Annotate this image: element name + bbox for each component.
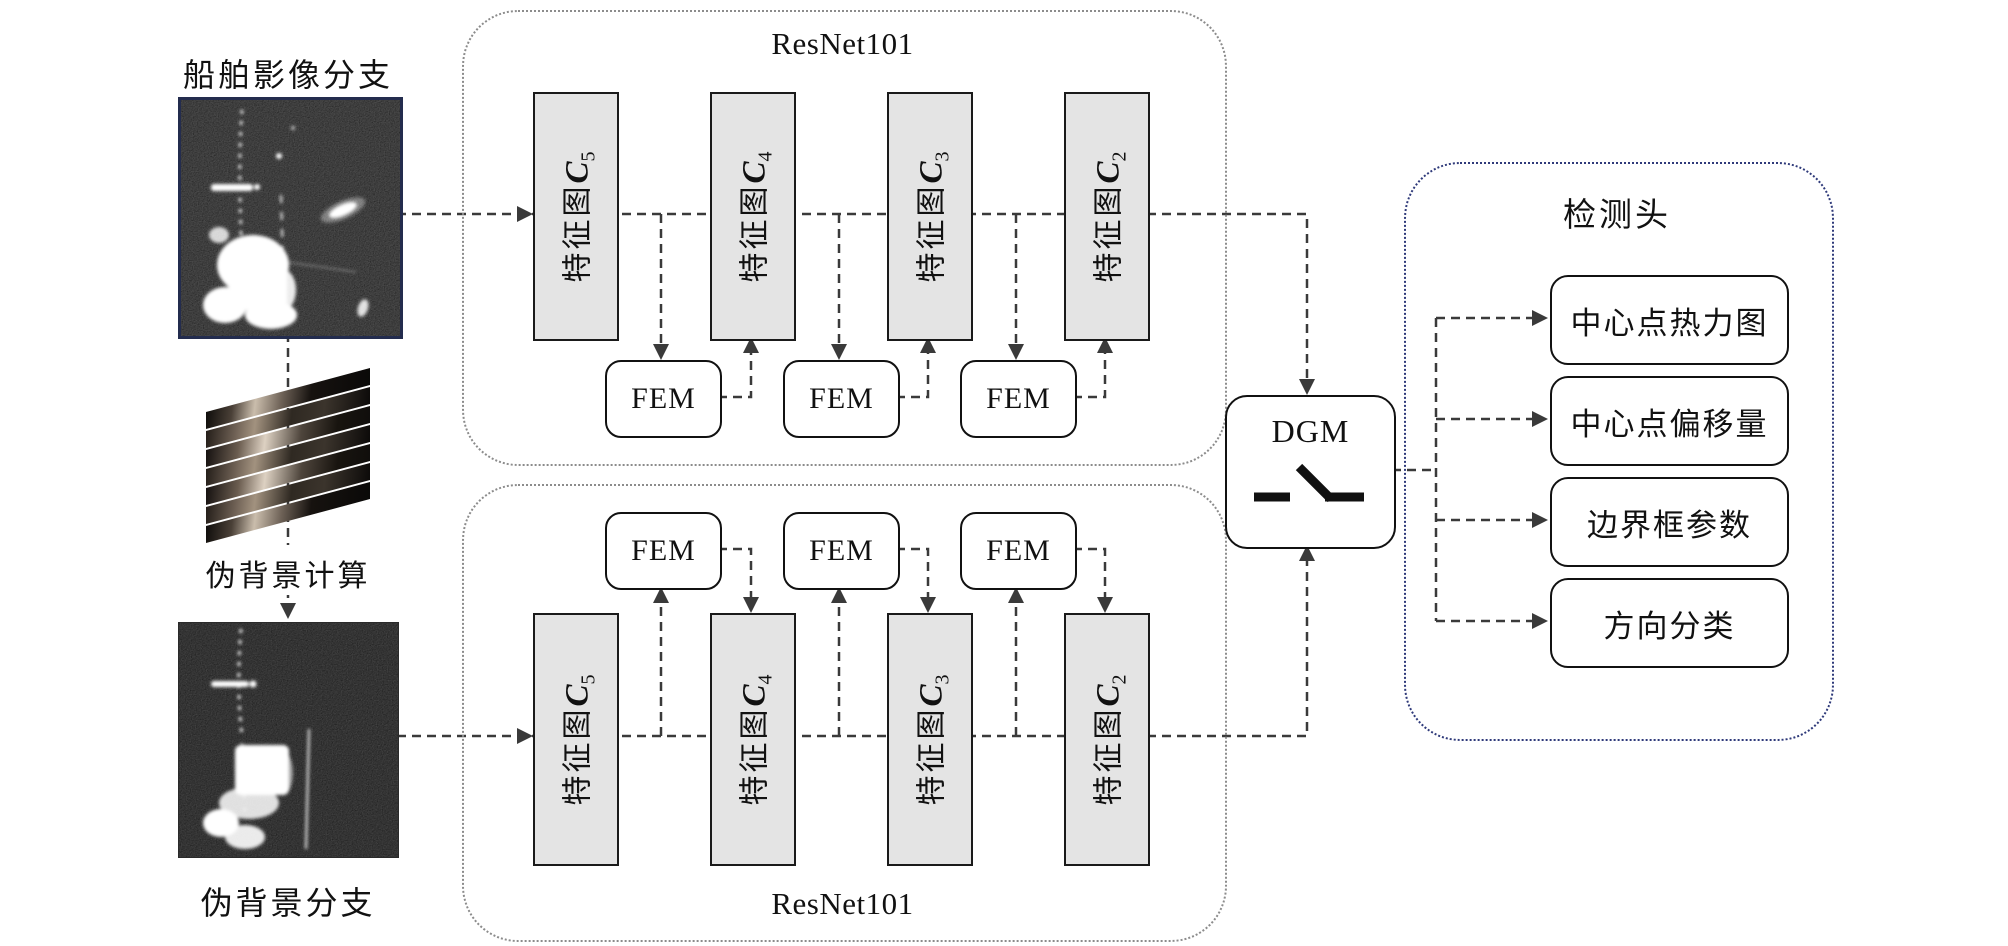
feature-map-c3-bottom: 特征图C3: [887, 613, 973, 866]
feature-map-label: 特征图C2: [1090, 150, 1131, 283]
arrowhead: [1299, 379, 1315, 395]
sar-bright-features: [203, 628, 311, 850]
feature-map-c2-bottom: 特征图C2: [1064, 613, 1150, 866]
feature-map-label: 特征图C2: [1090, 673, 1131, 806]
backbone-top-title: ResNet101: [771, 26, 914, 61]
output-direction-class: 方向分类: [1550, 578, 1789, 668]
pseudo-background-calc-label: 伪背景计算: [178, 551, 398, 595]
feature-map-label: 特征图C4: [736, 150, 777, 283]
feature-map-c5-top: 特征图C5: [533, 92, 619, 341]
fem-block-top-2: FEM: [783, 360, 900, 438]
backbone-bottom-box: [462, 484, 1227, 942]
pseudo-background-branch-label: 伪背景分支: [200, 885, 376, 921]
output-center-heatmap: 中心点热力图: [1550, 275, 1789, 365]
backbone-bottom-title: ResNet101: [771, 886, 914, 921]
detection-head-box: [1404, 162, 1834, 741]
pseudo-background-sar-art: [179, 623, 398, 857]
output-center-offset: 中心点偏移量: [1550, 376, 1789, 466]
backbone-top-box: [462, 10, 1227, 466]
arrowhead: [280, 603, 296, 619]
fem-block-top-1: FEM: [605, 360, 722, 438]
feature-map-c4-bottom: 特征图C4: [710, 613, 796, 866]
ship-branch-label: 船舶影像分支: [182, 57, 393, 93]
pseudo-background-image: [178, 622, 399, 858]
output-bbox-params: 边界框参数: [1550, 477, 1789, 567]
feature-map-label: 特征图C3: [913, 673, 954, 806]
fem-block-bottom-3: FEM: [960, 512, 1077, 590]
feature-map-label: 特征图C5: [559, 150, 600, 283]
feature-map-label: 特征图C5: [559, 673, 600, 806]
sar-bright-features: [203, 109, 369, 331]
ship-sar-image-art: [181, 100, 400, 336]
feature-map-label: 特征图C4: [736, 673, 777, 806]
feature-map-c2-top: 特征图C2: [1064, 92, 1150, 341]
switch-icon: [1254, 463, 1364, 503]
dgm-module: DGM: [1225, 395, 1396, 549]
fem-block-top-3: FEM: [960, 360, 1077, 438]
ship-image: [178, 97, 403, 339]
detection-head-title: 检测头: [1563, 198, 1671, 234]
feature-map-c3-top: 特征图C3: [887, 92, 973, 341]
feature-map-c4-top: 特征图C4: [710, 92, 796, 341]
dgm-label: DGM: [1271, 413, 1350, 449]
fem-block-bottom-1: FEM: [605, 512, 722, 590]
feature-map-c5-bottom: 特征图C5: [533, 613, 619, 866]
fem-block-bottom-2: FEM: [783, 512, 900, 590]
feature-map-label: 特征图C3: [913, 150, 954, 283]
